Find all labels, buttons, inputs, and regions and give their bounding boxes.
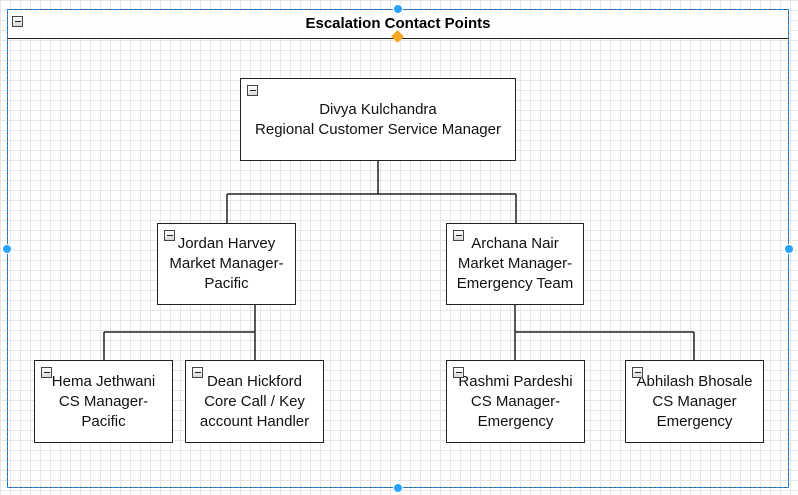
container-collapse-icon[interactable] [12, 16, 23, 27]
node-collapse-icon[interactable] [164, 230, 175, 241]
org-node-hema[interactable]: Hema Jethwani CS Manager-Pacific [34, 360, 173, 443]
node-role: CS Manager-Emergency [470, 392, 561, 430]
node-collapse-icon[interactable] [453, 367, 464, 378]
container-title: Escalation Contact Points [305, 15, 491, 32]
connector-archana-to-children[interactable] [514, 305, 695, 360]
node-role: Regional Customer Service Manager [255, 120, 501, 138]
org-node-archana[interactable]: Archana Nair Market Manager-Emergency Te… [446, 223, 584, 305]
node-role: CS Manager Emergency [652, 392, 737, 430]
org-node-divya[interactable]: Divya Kulchandra Regional Customer Servi… [240, 78, 516, 161]
connector-divya-to-children[interactable] [226, 161, 517, 223]
resize-handle-bottom[interactable] [393, 483, 403, 493]
org-node-jordan[interactable]: Jordan Harvey Market Manager-Pacific [157, 223, 296, 305]
node-name: Archana Nair [471, 235, 559, 252]
org-node-abhilash[interactable]: Abhilash Bhosale CS Manager Emergency [625, 360, 764, 443]
node-role: Market Manager-Emergency Team [456, 255, 574, 292]
org-node-dean[interactable]: Dean Hickford Core Call / Key account Ha… [185, 360, 324, 443]
node-role: Core Call / Key account Handler [199, 392, 310, 430]
resize-handle-top[interactable] [393, 4, 403, 14]
node-collapse-icon[interactable] [41, 367, 52, 378]
node-collapse-icon[interactable] [247, 85, 258, 96]
node-collapse-icon[interactable] [192, 367, 203, 378]
node-collapse-icon[interactable] [632, 367, 643, 378]
resize-handle-right[interactable] [784, 244, 794, 254]
node-name: Dean Hickford [206, 372, 303, 390]
org-node-rashmi[interactable]: Rashmi Pardeshi CS Manager-Emergency [446, 360, 585, 443]
node-collapse-icon[interactable] [453, 230, 464, 241]
resize-handle-left[interactable] [2, 244, 12, 254]
node-role: Market Manager-Pacific [169, 255, 284, 292]
node-name: Abhilash Bhosale [636, 372, 753, 390]
node-name: Jordan Harvey [177, 235, 276, 252]
node-name: Rashmi Pardeshi [458, 372, 573, 390]
node-name: Divya Kulchandra [319, 100, 437, 118]
node-role: CS Manager-Pacific [58, 392, 149, 430]
connector-jordan-to-children[interactable] [103, 305, 256, 360]
node-name: Hema Jethwani [51, 372, 156, 390]
